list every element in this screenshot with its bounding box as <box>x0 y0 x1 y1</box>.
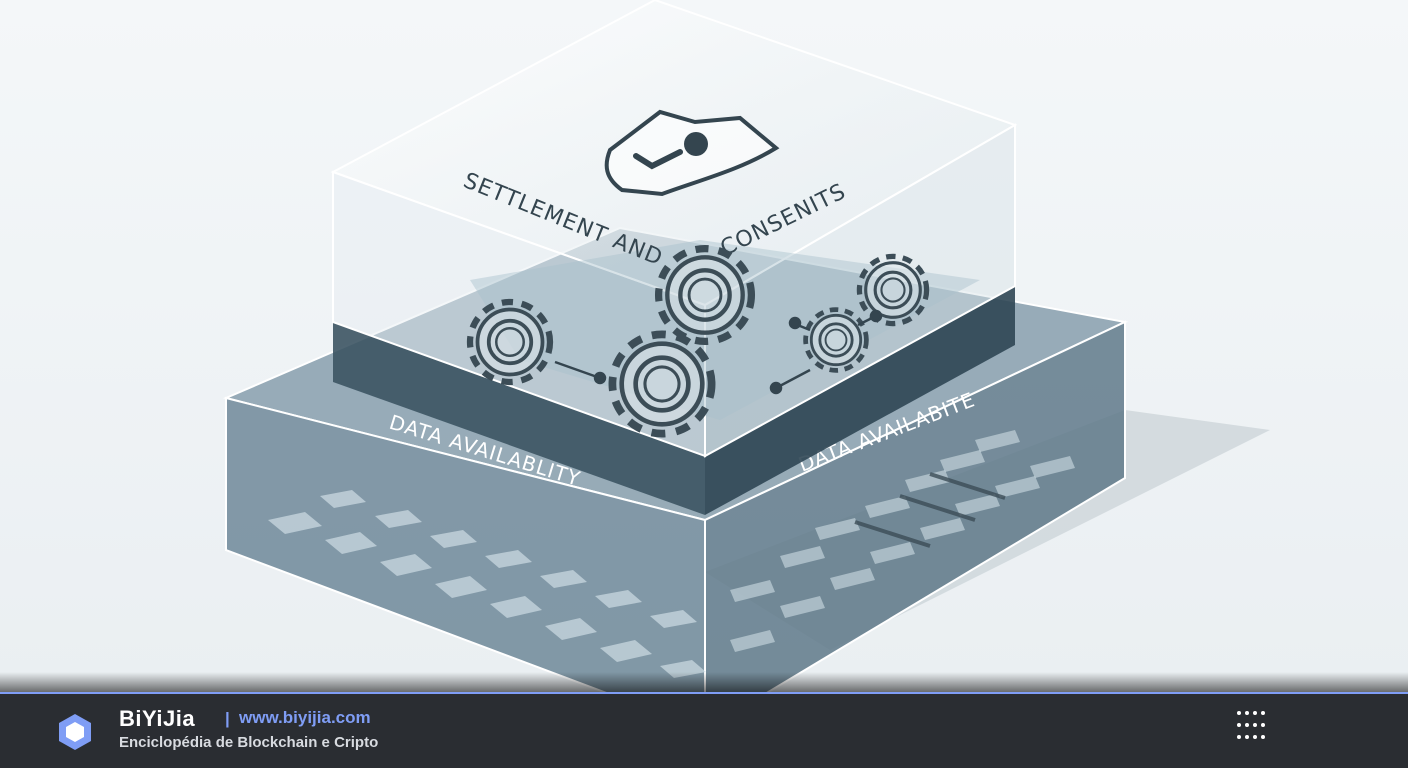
dots-grid-icon[interactable] <box>1236 710 1266 740</box>
brand-url-link[interactable]: www.biyijia.com <box>239 708 371 727</box>
settlement-consensus-layer: SETTLEMENT AND CONSENITS <box>330 0 1018 515</box>
hexagon-logo-icon <box>59 714 91 750</box>
brand-tagline: Enciclopédia de Blockchain e Cripto <box>119 734 379 751</box>
brand-separator: | <box>225 709 230 728</box>
shield-check-icon <box>604 109 780 197</box>
footer-bar: BiYiJia | www.biyijia.com Enciclopédia d… <box>0 692 1408 768</box>
brand-name: BiYiJia <box>119 706 196 731</box>
footer-shadow <box>0 672 1408 692</box>
